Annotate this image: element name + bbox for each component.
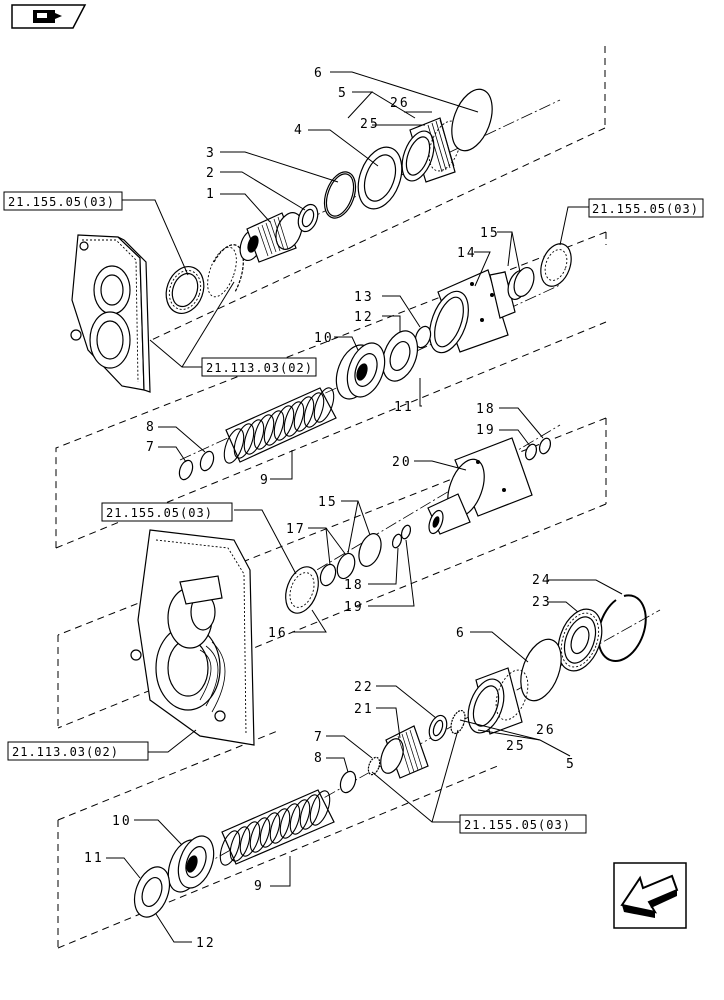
part-14-clutch-drum	[429, 269, 516, 354]
callout-5-lower: 5	[566, 757, 576, 772]
housing-cover-plate-top	[70, 234, 151, 393]
callout-17: 17	[286, 522, 306, 537]
callout-12-upper: 12	[354, 310, 374, 325]
callout-15-middle: 15	[318, 495, 338, 510]
callout-16: 16	[268, 626, 288, 641]
callout-13: 13	[354, 290, 374, 305]
callout-20: 20	[392, 455, 412, 470]
callout-11-lower: 11	[84, 851, 104, 866]
reference-code: 21.113.03(02)	[206, 361, 313, 375]
reference-code: 21.155.05(03)	[464, 818, 571, 832]
reference-code: 21.113.03(02)	[12, 745, 119, 759]
part-12-washer	[381, 330, 419, 382]
part-3-snap-ring	[323, 171, 357, 219]
callout-8-lower: 8	[314, 751, 324, 766]
callout-23: 23	[532, 595, 552, 610]
callout-18-upper: 18	[476, 402, 496, 417]
callout-2: 2	[206, 166, 216, 181]
part-13-ring	[414, 325, 432, 349]
reference-box-6[interactable]: 21.155.05(03)	[459, 814, 587, 834]
callout-8-upper: 8	[146, 420, 156, 435]
part-4-washer	[357, 146, 403, 210]
reference-code: 21.155.05(03)	[592, 202, 699, 216]
part-7-8-rings-upper	[178, 450, 215, 481]
callout-10-upper: 10	[314, 331, 334, 346]
callout-25-lower: 25	[506, 739, 526, 754]
navigation-arrow-icon[interactable]	[613, 862, 687, 929]
part-21-22-lower	[380, 709, 466, 779]
reference-box-5[interactable]: 21.113.03(02)	[7, 741, 149, 761]
part-6-o-ring	[451, 88, 493, 152]
callout-14: 14	[457, 246, 477, 261]
bearing-middle	[285, 566, 319, 614]
callout-9-upper: 9	[260, 473, 270, 488]
part-11-12-washer-lower	[133, 866, 171, 918]
callout-10-lower: 10	[112, 814, 132, 829]
callout-18-middle: 18	[344, 578, 364, 593]
callout-21: 21	[354, 702, 374, 717]
part-6-o-ring-lower	[520, 638, 562, 702]
book-hand-icon[interactable]	[11, 4, 87, 29]
callout-22: 22	[354, 680, 374, 695]
callout-24: 24	[532, 573, 552, 588]
reference-code: 21.155.05(03)	[8, 195, 115, 209]
part-9-spring-pack-lower	[219, 789, 335, 866]
part-18-19-rings	[391, 437, 552, 549]
part-10-piston	[335, 342, 386, 400]
reference-box-1[interactable]: 21.155.05(03)	[3, 191, 123, 211]
callout-12-lower: 12	[196, 936, 216, 951]
part-24-snap-ring	[597, 594, 647, 662]
callout-25: 25	[360, 117, 380, 132]
callout-19-upper: 19	[476, 423, 496, 438]
part-10-piston-lower	[167, 835, 215, 893]
callout-7-upper: 7	[146, 440, 156, 455]
callout-7-lower: 7	[314, 730, 324, 745]
callout-9-lower: 9	[254, 879, 264, 894]
part-7-8-rings-lower	[339, 756, 381, 794]
part-20-shaft-drum	[427, 437, 533, 535]
callout-labels: 6 5 26 25 4 3 2 1 15 14 13 12 10 11 8 7 …	[84, 66, 576, 951]
part-15-17-rings-middle	[319, 533, 382, 587]
transmission-housing-lower	[130, 529, 255, 746]
leader-lines	[106, 71, 623, 943]
callout-26: 26	[390, 96, 410, 111]
bearing-upper-left	[165, 266, 205, 314]
snap-ring-upper	[207, 244, 244, 298]
callout-6: 6	[314, 66, 324, 81]
callout-26-lower: 26	[536, 723, 556, 738]
bearing-upper-right	[540, 243, 572, 287]
part-23-bearing-hub	[557, 608, 603, 672]
callout-1: 1	[206, 187, 216, 202]
callout-5: 5	[338, 86, 348, 101]
part-15-seal-rings	[507, 266, 535, 301]
part-25-26-ring-gear-lower	[467, 667, 529, 735]
part-25-26-ring-gear	[401, 117, 462, 183]
callout-19-middle: 19	[344, 600, 364, 615]
reference-box-2[interactable]: 21.155.05(03)	[588, 198, 704, 218]
callout-3: 3	[206, 146, 216, 161]
reference-box-4[interactable]: 21.155.05(03)	[101, 502, 233, 522]
callout-6-lower: 6	[456, 626, 466, 641]
callout-11-upper: 11	[394, 400, 414, 415]
part-9-spring-pack-upper	[223, 387, 337, 464]
callout-4: 4	[294, 123, 304, 138]
callout-15-upper: 15	[480, 226, 500, 241]
reference-box-3[interactable]: 21.113.03(02)	[201, 357, 317, 377]
reference-code: 21.155.05(03)	[106, 506, 213, 520]
part-1-splined-gear	[239, 212, 303, 263]
part-2-ring	[297, 203, 319, 233]
